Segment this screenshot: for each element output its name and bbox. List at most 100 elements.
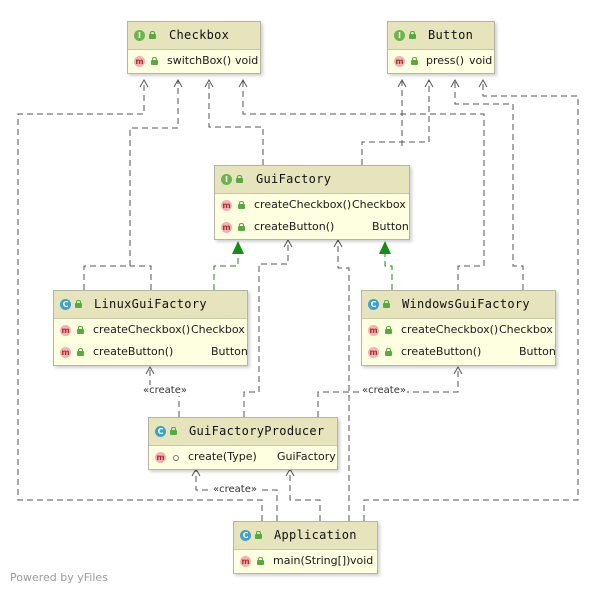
arrowhead-linux-create <box>145 365 155 375</box>
arrowhead-checkbox-2 <box>173 78 183 88</box>
windowsguifactory-class-node[interactable]: C WindowsGuiFactory m createCheckbox() C… <box>361 290 556 366</box>
arrowhead-windows-create <box>453 365 463 375</box>
method-icon: m <box>134 56 145 67</box>
arrowhead-checkbox-1 <box>139 78 149 88</box>
edge-producer-guifactory <box>243 240 289 417</box>
node-title: LinuxGuiFactory <box>94 297 207 311</box>
edge-application-producer <box>289 469 321 521</box>
edge-linux-checkbox-1 <box>83 80 179 290</box>
method-return-type: Checkbox <box>499 323 553 336</box>
arrowhead-button-3 <box>450 78 460 88</box>
lock-icon <box>238 223 245 231</box>
member-row[interactable]: m createButton() Button <box>215 216 409 238</box>
node-header: C GuiFactoryProducer <box>149 418 337 446</box>
method-return-type: Checkbox <box>352 198 406 211</box>
application-class-node[interactable]: C Application m main(String[]) void <box>233 521 378 574</box>
realization-arrowhead-linux <box>232 241 244 254</box>
method-icon: m <box>221 222 232 233</box>
edge-windows-implements-guifactory <box>384 254 393 290</box>
node-title: GuiFactory <box>256 172 332 186</box>
member-row[interactable]: m create(Type) GuiFactory <box>149 446 337 468</box>
node-title: Checkbox <box>169 28 230 42</box>
arrowhead-button-2 <box>424 78 434 88</box>
realization-arrowhead-windows <box>379 241 391 254</box>
edge-application-guifactory <box>337 240 350 521</box>
node-title: WindowsGuiFactory <box>402 297 530 311</box>
lock-icon <box>170 427 177 435</box>
lock-icon <box>257 557 264 565</box>
arrowhead-button-4 <box>478 78 488 88</box>
method-return-type: Button <box>211 345 248 358</box>
method-return-type: void <box>469 54 493 67</box>
node-title: GuiFactoryProducer <box>189 424 325 438</box>
arrowhead-checkbox-3 <box>204 78 214 88</box>
class-icon: C <box>240 530 251 541</box>
create-label-linux: «create» <box>142 385 188 396</box>
yfiles-watermark: Powered by yFiles <box>10 571 108 584</box>
edge-linux-implements-guifactory <box>213 254 239 290</box>
package-dot-icon <box>173 455 179 461</box>
member-row[interactable]: m createCheckbox() Checkbox <box>54 319 247 341</box>
method-return-type: Checkbox <box>191 323 245 336</box>
method-icon: m <box>60 347 71 358</box>
member-row[interactable]: m createButton() Button <box>362 341 556 363</box>
method-return-type: void <box>235 54 259 67</box>
node-header: I GuiFactory <box>215 166 409 194</box>
guifactory-interface-node[interactable]: I GuiFactory m createCheckbox() Checkbox… <box>214 165 410 240</box>
member-row[interactable]: m press() void <box>388 50 494 72</box>
method-name: createButton() <box>401 345 482 358</box>
node-header: C Application <box>234 522 377 550</box>
arrowhead-guifactory-1 <box>283 238 293 248</box>
lock-icon <box>385 326 392 334</box>
method-name: createCheckbox() <box>93 323 191 336</box>
lock-icon <box>75 300 82 308</box>
interface-icon: I <box>394 30 405 41</box>
arrowhead-checkbox-4 <box>238 78 248 88</box>
method-name: switchBox() <box>167 54 232 67</box>
node-header: C LinuxGuiFactory <box>54 291 247 319</box>
guifactoryproducer-class-node[interactable]: C GuiFactoryProducer m create(Type) GuiF… <box>148 417 338 470</box>
member-row[interactable]: m createCheckbox() Checkbox <box>362 319 555 341</box>
lock-icon <box>77 348 84 356</box>
node-header: I Button <box>388 22 494 50</box>
class-icon: C <box>155 426 166 437</box>
method-name: createButton() <box>93 345 174 358</box>
method-name: create(Type) <box>188 450 257 463</box>
lock-icon <box>383 300 390 308</box>
class-icon: C <box>368 299 379 310</box>
lock-icon <box>238 201 245 209</box>
edge-application-checkbox <box>17 80 263 521</box>
lock-icon <box>151 57 158 65</box>
create-label-windows: «create» <box>361 385 407 396</box>
class-icon: C <box>60 299 71 310</box>
method-name: createCheckbox() <box>401 323 499 336</box>
member-row[interactable]: m main(String[]) void <box>234 550 377 572</box>
checkbox-interface-node[interactable]: I Checkbox m switchBox() void <box>127 21 261 74</box>
method-icon: m <box>221 200 232 211</box>
interface-icon: I <box>221 174 232 185</box>
button-interface-node[interactable]: I Button m press() void <box>387 21 495 74</box>
lock-icon <box>411 57 418 65</box>
create-label-producer: «create» <box>212 484 258 495</box>
method-name: main(String[]) <box>273 554 351 567</box>
interface-icon: I <box>134 30 145 41</box>
linuxguifactory-class-node[interactable]: C LinuxGuiFactory m createCheckbox() Che… <box>53 290 248 366</box>
arrowhead-guifactory-2 <box>333 238 343 248</box>
member-row[interactable]: m switchBox() void <box>128 50 260 72</box>
member-row[interactable]: m createButton() Button <box>54 341 248 363</box>
method-return-type: Button <box>372 220 409 233</box>
lock-icon <box>77 326 84 334</box>
node-header: C WindowsGuiFactory <box>362 291 555 319</box>
member-row[interactable]: m createCheckbox() Checkbox <box>215 194 409 216</box>
method-icon: m <box>368 347 379 358</box>
node-header: I Checkbox <box>128 22 260 50</box>
edge-windows-button <box>454 80 524 290</box>
lock-icon <box>385 348 392 356</box>
method-name: createButton() <box>254 220 335 233</box>
method-name: press() <box>426 54 465 67</box>
lock-icon <box>236 175 243 183</box>
method-icon: m <box>394 56 405 67</box>
edge-guifactory-button <box>361 80 430 165</box>
lock-icon <box>409 31 416 39</box>
